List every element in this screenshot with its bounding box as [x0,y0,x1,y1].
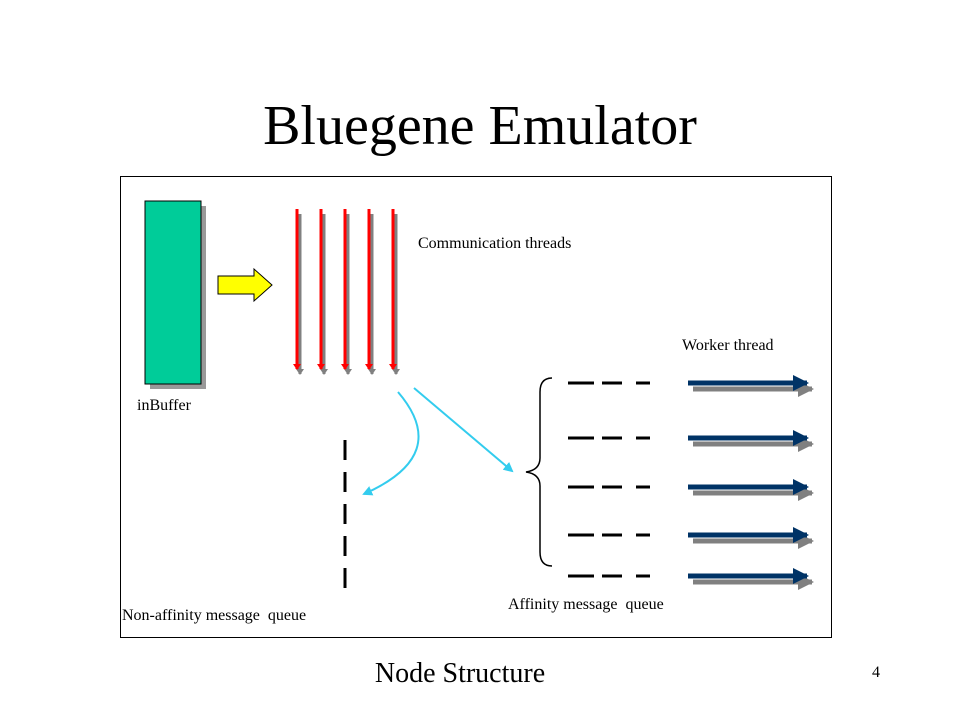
worker-thread [688,568,814,590]
to-non-affinity-arrow [362,391,420,496]
slide-caption: Node Structure [374,658,546,689]
slide-title: Bluegene Emulator [263,95,697,157]
affinity-brace [525,377,553,567]
communication-threads-label: Communication threads [418,235,571,252]
communication-threads [293,209,400,375]
worker-thread [688,527,814,549]
to-affinity-arrow [413,387,514,473]
in-buffer-label: inBuffer [137,397,192,414]
communication-thread [293,209,304,375]
worker-thread [688,430,814,452]
communication-thread [317,209,328,375]
non-affinity-queue-label: Non-affinity message queue [122,607,306,624]
communication-thread [365,209,376,375]
worker-thread [688,479,814,501]
worker-thread-label: Worker thread [682,337,774,354]
diagram-frame [120,176,832,638]
page-number: 4 [872,664,880,681]
affinity-queue-label: Affinity message queue [508,596,664,613]
communication-thread [341,209,352,375]
in-buffer [144,200,206,389]
communication-thread [389,209,400,375]
buffer-to-threads-arrow [217,267,273,303]
worker-thread [688,375,814,397]
worker-threads [688,375,814,590]
affinity-queues [568,381,650,578]
